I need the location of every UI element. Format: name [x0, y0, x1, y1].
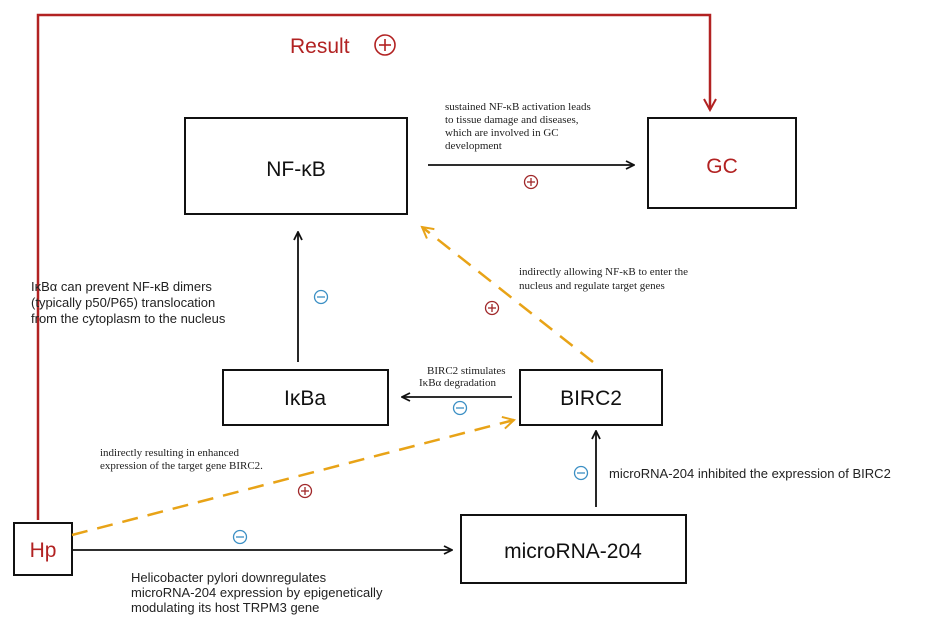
note-birc2-nfkb: indirectly allowing NF-κB to enter the n… — [519, 266, 691, 292]
minus-icon-hp-mirna — [232, 529, 248, 545]
node-hp-label: Hp — [30, 539, 57, 562]
plus-icon-hp-birc2 — [297, 483, 313, 499]
minus-icon-birc2-ikba — [452, 400, 468, 416]
dashed-arrow-birc2-to-nfkb — [422, 227, 594, 363]
result-arrow — [36, 13, 710, 520]
node-nfkb-label: NF-κB — [266, 158, 326, 181]
note-hp-birc2: indirectly resulting in enhanced express… — [100, 447, 263, 472]
node-gc: GC — [647, 117, 797, 209]
minus-icon-mirna-birc2 — [573, 465, 589, 481]
result-label: Result — [290, 35, 350, 58]
node-microrna-204: microRNA-204 — [460, 514, 687, 584]
node-microrna-204-label: microRNA-204 — [504, 540, 642, 563]
note-hp-mirna: Helicobacter pylori downregulates microR… — [131, 570, 386, 615]
node-ikba-label: IκBa — [284, 387, 326, 410]
note-ikba-nfkb: IκBα can prevent NF-κB dimers (typically… — [31, 279, 226, 326]
dashed-arrow-hp-to-birc2 — [71, 420, 514, 537]
node-nfkb: NF-κB — [184, 117, 408, 215]
node-birc2-label: BIRC2 — [560, 387, 622, 410]
plus-icon-nfkb-gc — [523, 174, 539, 190]
node-birc2: BIRC2 — [519, 369, 663, 426]
result-plus-icon — [374, 34, 396, 56]
node-hp: Hp — [13, 522, 73, 576]
minus-icon-ikba-nfkb — [313, 289, 329, 305]
node-gc-label: GC — [706, 155, 738, 178]
note-mirna-birc2: microRNA-204 inhibited the expression of… — [609, 466, 891, 481]
note-birc2-ikba: BIRC2 stimulates IκBα degradation — [419, 365, 508, 389]
node-ikba: IκBa — [222, 369, 389, 426]
plus-icon-birc2-nfkb — [484, 300, 500, 316]
note-nfkb-gc: sustained NF-κB activation leads to tiss… — [445, 101, 594, 152]
